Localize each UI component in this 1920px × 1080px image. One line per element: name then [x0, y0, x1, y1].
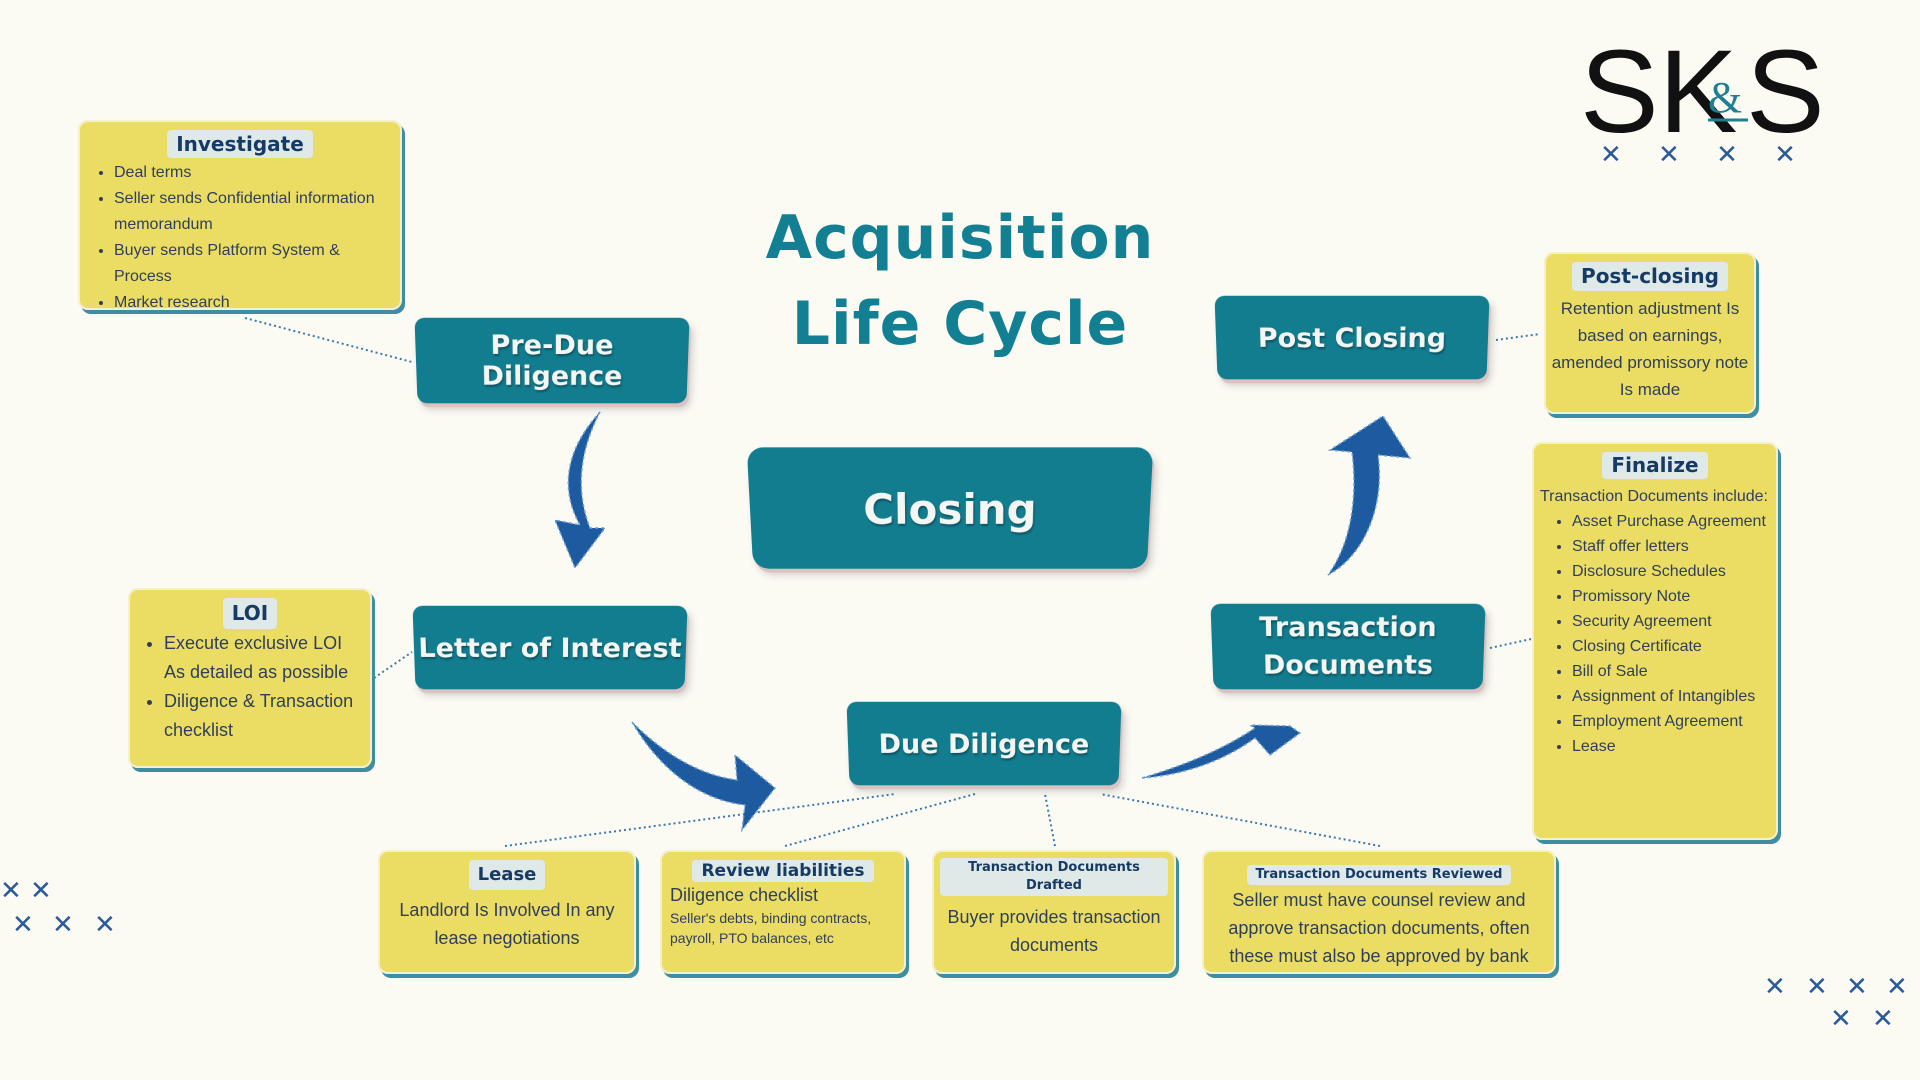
cross-mark-icon: ✕: [1886, 972, 1920, 1002]
logo-cross-marks: ✕ ✕ ✕ ✕: [1600, 140, 1810, 170]
stage-label: Closing: [862, 484, 1038, 534]
list-item: Deal terms: [114, 160, 388, 186]
cross-mark-icon: ✕: [52, 910, 88, 940]
cross-mark-icon: ✕: [0, 876, 36, 906]
card-label: Post-closing: [1572, 262, 1728, 291]
stage-label: Letter of Interest: [417, 632, 683, 664]
logo-amp: &: [1708, 73, 1742, 122]
list-item: Asset Purchase Agreement: [1572, 509, 1770, 534]
stage-due-diligence: Due Diligence: [846, 701, 1122, 786]
cross-mark-icon: ✕: [1872, 1004, 1908, 1034]
connector-post-closing: [1495, 333, 1541, 341]
connector-loi: [373, 651, 413, 679]
card-label: Finalize: [1602, 452, 1708, 479]
list-item: Assignment of Intangibles: [1572, 684, 1770, 709]
list-item: Promissory Note: [1572, 584, 1770, 609]
connector-reviewed: [1099, 793, 1381, 847]
stage-label: Post Closing: [1257, 322, 1447, 354]
arrow-right-down-icon: [631, 721, 777, 833]
card-subtext: Seller's debts, binding contracts, payro…: [670, 910, 872, 946]
stage-label-line-1: Transaction: [1258, 611, 1438, 644]
card-review-liabilities: Review liabilities Diligence checklist S…: [660, 850, 906, 974]
card-label: Review liabilities: [692, 860, 874, 882]
list-item: Disclosure Schedules: [1572, 559, 1770, 584]
stage-label: Pre-Due Diligence: [481, 329, 623, 392]
card-transaction-documents-drafted: Transaction Documents Drafted Buyer prov…: [932, 850, 1176, 974]
card-label: LOI: [222, 598, 278, 629]
list-item: Bill of Sale: [1572, 659, 1770, 684]
logo-text-s: S: [1746, 26, 1820, 158]
card-post-closing: Post-closing Retention adjustment Is bas…: [1544, 252, 1756, 414]
stage-closing: Closing: [746, 447, 1154, 569]
list-item: Diligence & Transaction checklist: [164, 687, 358, 745]
card-list: Asset Purchase Agreement Staff offer let…: [1540, 509, 1770, 759]
stage-pre-due-diligence: Pre-Due Diligence: [414, 317, 690, 404]
stage-transaction-documents: Transaction Documents: [1210, 603, 1486, 690]
card-text: Seller must have counsel review and appr…: [1228, 890, 1530, 966]
connector-drafted: [1044, 793, 1056, 847]
cross-mark-icon: ✕: [30, 876, 66, 906]
card-label: Investigate: [167, 130, 313, 158]
cross-mark-icon: ✕: [94, 910, 130, 940]
list-item: Market research: [114, 290, 388, 316]
card-lease: Lease Landlord Is Involved In any lease …: [378, 850, 636, 974]
logo-text-sk: SK: [1580, 26, 1737, 158]
card-text: Diligence checklist: [670, 885, 819, 905]
card-text: Buyer provides transaction documents: [947, 907, 1161, 955]
list-item: Seller sends Confidential information me…: [114, 186, 388, 238]
list-item: Buyer sends Platform System & Process: [114, 238, 388, 290]
connector-investigate: [244, 317, 413, 363]
card-label: Lease: [468, 860, 546, 890]
card-finalize: Finalize Transaction Documents include: …: [1532, 442, 1778, 840]
cross-mark-icon: ✕: [1846, 972, 1882, 1002]
list-item: Execute exclusive LOI As detailed as pos…: [164, 629, 358, 687]
list-item: Employment Agreement: [1572, 709, 1770, 734]
title-line-1: Acquisition: [765, 203, 1155, 273]
connector-finalize: [1489, 637, 1537, 649]
cross-mark-icon: ✕: [1764, 972, 1800, 1002]
list-item: Staff offer letters: [1572, 534, 1770, 559]
list-item: Lease: [1572, 734, 1770, 759]
card-loi: LOI Execute exclusive LOI As detailed as…: [128, 588, 372, 768]
stage-letter-of-interest: Letter of Interest: [412, 605, 688, 690]
sks-logo: SK & S: [1580, 20, 1825, 158]
card-investigate: Investigate Deal terms Seller sends Conf…: [78, 120, 402, 311]
card-transaction-documents-reviewed: Transaction Documents Reviewed Seller mu…: [1202, 850, 1556, 974]
arrow-right-up-icon: [1141, 724, 1302, 779]
list-item: Security Agreement: [1572, 609, 1770, 634]
arrow-down-icon: [553, 411, 607, 570]
card-label: Transaction Documents Drafted: [940, 858, 1168, 896]
cross-mark-icon: ✕: [1830, 1004, 1866, 1034]
card-intro: Transaction Documents include:: [1540, 488, 1768, 505]
stage-label: Due Diligence: [878, 728, 1090, 760]
card-label: Transaction Documents Reviewed: [1246, 865, 1512, 885]
card-list: Deal terms Seller sends Confidential inf…: [92, 160, 388, 316]
stage-post-closing: Post Closing: [1214, 295, 1490, 380]
cross-mark-icon: ✕: [12, 910, 48, 940]
stage-label-line-2: Documents: [1262, 649, 1434, 681]
connector-review: [784, 793, 976, 847]
arrow-up-icon: [1327, 414, 1412, 576]
card-text: Landlord Is Involved In any lease negoti…: [399, 900, 615, 948]
connector-lease: [504, 793, 896, 847]
title-line-2: Life Cycle: [791, 289, 1129, 359]
cross-mark-icon: ✕: [1806, 972, 1842, 1002]
list-item: Closing Certificate: [1572, 634, 1770, 659]
page-title: Acquisition Life Cycle: [720, 195, 1200, 367]
card-list: Execute exclusive LOI As detailed as pos…: [142, 629, 358, 745]
card-text: Retention adjustment Is based on earning…: [1551, 299, 1749, 399]
